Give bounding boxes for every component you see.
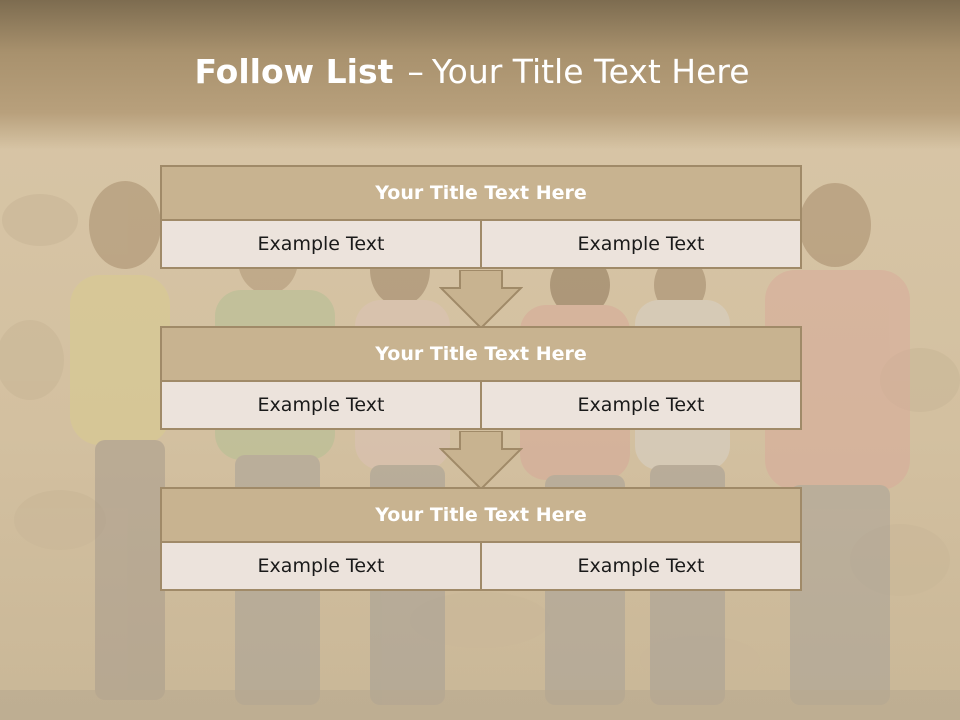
- block-row: Example Text Example Text: [160, 219, 802, 269]
- down-arrow-icon: [439, 270, 523, 330]
- block-title: Your Title Text Here: [160, 326, 802, 382]
- block-cell-left: Example Text: [160, 219, 482, 269]
- block-cell-left: Example Text: [160, 541, 482, 591]
- list-block-3: Your Title Text Here Example Text Exampl…: [160, 487, 802, 591]
- block-title: Your Title Text Here: [160, 165, 802, 221]
- slide-title-dash: –: [407, 52, 424, 91]
- down-arrow-icon: [439, 431, 523, 491]
- header-band: [0, 0, 960, 150]
- block-row: Example Text Example Text: [160, 380, 802, 430]
- list-block-2: Your Title Text Here Example Text Exampl…: [160, 326, 802, 430]
- slide-title: Follow List–Your Title Text Here: [0, 52, 944, 91]
- list-block-1: Your Title Text Here Example Text Exampl…: [160, 165, 802, 269]
- block-row: Example Text Example Text: [160, 541, 802, 591]
- block-cell-left: Example Text: [160, 380, 482, 430]
- slide-title-bold: Follow List: [194, 52, 394, 91]
- block-cell-right: Example Text: [480, 541, 802, 591]
- slide-title-rest: Your Title Text Here: [431, 52, 750, 91]
- block-cell-right: Example Text: [480, 380, 802, 430]
- block-cell-right: Example Text: [480, 219, 802, 269]
- block-title: Your Title Text Here: [160, 487, 802, 543]
